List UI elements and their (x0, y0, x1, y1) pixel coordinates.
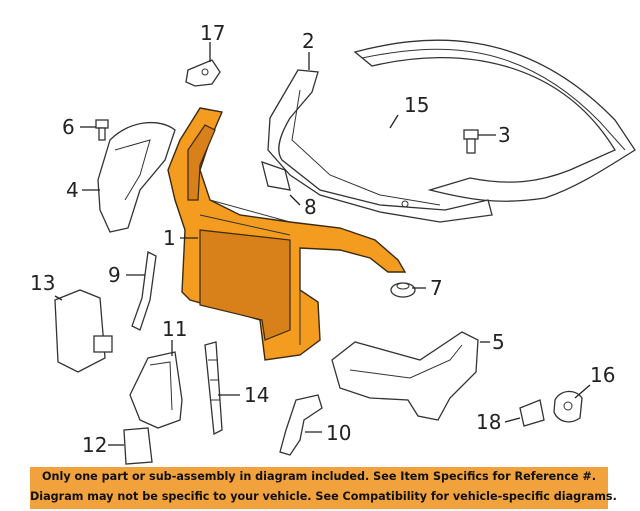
callout-7: 7 (430, 276, 443, 300)
disclaimer-line-1: Only one part or sub-assembly in diagram… (42, 470, 596, 483)
callout-14: 14 (244, 383, 269, 407)
part-13-module (54, 289, 113, 373)
part-11-duct (129, 351, 183, 429)
callout-18: 18 (476, 410, 501, 434)
callout-4: 4 (66, 178, 79, 202)
part-4-side-bracket (97, 121, 176, 233)
callout-labels: 17 2 15 3 6 4 8 1 7 9 13 11 5 16 14 18 1… (30, 21, 615, 457)
callout-16: 16 (590, 363, 615, 387)
part-8-clip (261, 160, 291, 191)
callout-17: 17 (200, 21, 225, 45)
part-15-bumper-frame (353, 39, 636, 202)
callout-12: 12 (82, 433, 107, 457)
part-5-side-bracket (331, 331, 479, 421)
callout-8: 8 (304, 195, 317, 219)
part-18-clip (519, 399, 545, 427)
disclaimer-banner: Only one part or sub-assembly in diagram… (30, 467, 617, 509)
callout-9: 9 (108, 263, 121, 287)
part-1-radiator-support (167, 107, 407, 361)
callout-5: 5 (492, 330, 505, 354)
callout-2: 2 (302, 29, 315, 53)
part-3-bolt (463, 129, 479, 154)
disclaimer-line-2: Diagram may not be specific to your vehi… (30, 490, 617, 503)
callout-1: 1 (163, 226, 176, 250)
callout-10: 10 (326, 421, 351, 445)
callout-11: 11 (162, 317, 187, 341)
part-12-block (123, 427, 153, 465)
part-17-bracket (185, 59, 221, 87)
leader-lines (54, 42, 591, 446)
part-2-upper-support (267, 69, 493, 223)
callout-3: 3 (498, 123, 511, 147)
callout-13: 13 (30, 271, 55, 295)
part-10-lower-bracket (279, 394, 323, 456)
part-9-strut (131, 251, 157, 331)
callout-6: 6 (62, 115, 75, 139)
callout-15: 15 (404, 93, 429, 117)
part-6-bolt (95, 119, 109, 141)
part-14-vertical-bracket (204, 341, 223, 436)
part-16-clip (553, 390, 583, 423)
part-7-grommet (390, 282, 416, 298)
